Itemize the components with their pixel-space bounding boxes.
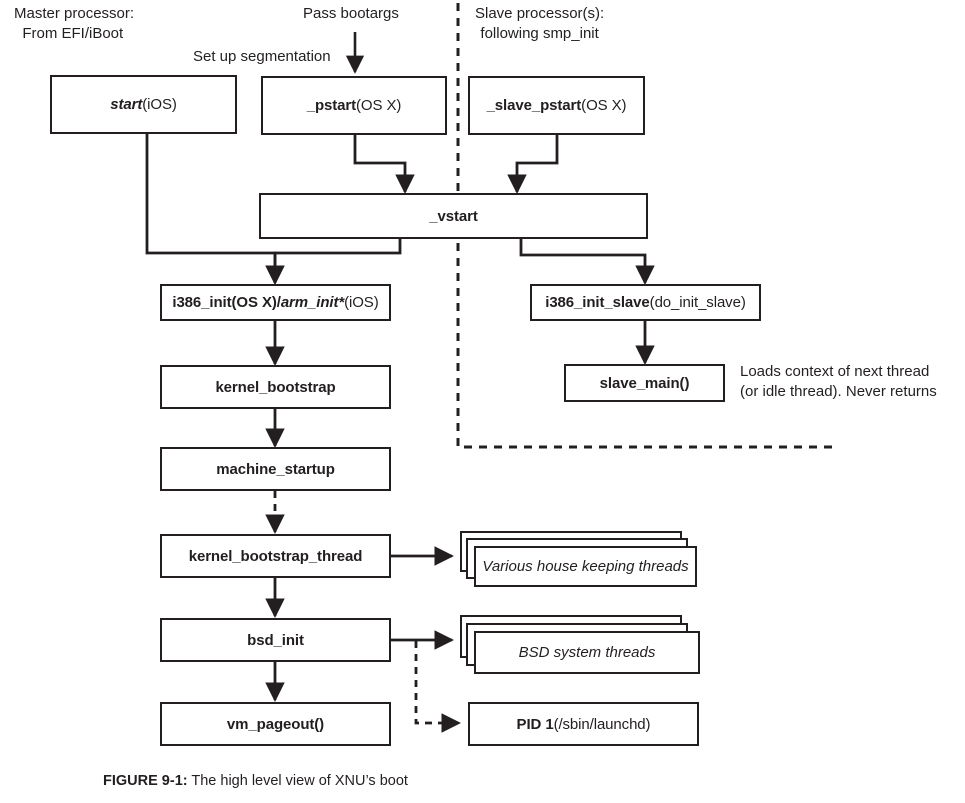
node-slave-main[interactable]: slave_main() (564, 364, 725, 402)
stack-housekeeping-threads[interactable]: Various house keeping threads (452, 531, 697, 593)
figure-caption: FIGURE 9-1: The high level view of XNU’s… (103, 773, 408, 789)
slave-processor-header: Slave processor(s): following smp_init (475, 5, 605, 43)
node-kernel-bootstrap[interactable]: kernel_bootstrap (160, 365, 391, 409)
node-vstart[interactable]: _vstart (259, 193, 648, 239)
node-pid1-part1: PID 1 (516, 715, 554, 733)
node-kernel-bootstrap-label: kernel_bootstrap (215, 378, 336, 396)
stack-sheet-front[interactable]: BSD system threads (474, 631, 700, 674)
node-machine-startup[interactable]: machine_startup (160, 447, 391, 491)
node-pstart[interactable]: _pstart(OS X) (261, 76, 447, 135)
edge-pstart-to-vstart (353, 135, 415, 194)
node-slave-pstart-suffix: (OS X) (581, 97, 627, 114)
node-slave-pstart-main: _slave_pstart (486, 97, 582, 114)
stack-housekeeping-threads-label: Various house keeping threads (482, 558, 689, 575)
stack-bsd-system-threads[interactable]: BSD system threads (452, 615, 700, 679)
edge-start-to-i386init (145, 134, 285, 285)
node-i386-init-part3: (iOS) (344, 294, 379, 311)
edge-vstart-to-i386init-slave (519, 239, 655, 285)
node-bsd-init[interactable]: bsd_init (160, 618, 391, 662)
node-vm-pageout[interactable]: vm_pageout() (160, 702, 391, 746)
node-i386-init[interactable]: i386_init(OS X)/arm_init*(iOS) (160, 284, 391, 321)
edge-slave-pstart-to-vstart (507, 135, 559, 194)
node-start-ios-suffix: (iOS) (142, 96, 177, 113)
node-kernel-bootstrap-thread-label: kernel_bootstrap_thread (188, 547, 363, 565)
node-pid1-part2: (/sbin/launchd) (553, 715, 651, 733)
edge-vstart-to-i386init (265, 239, 402, 285)
node-start-ios[interactable]: start(iOS) (50, 75, 237, 134)
node-i386-init-slave[interactable]: i386_init_slave (do_init_slave) (530, 284, 761, 321)
pass-bootargs-label: Pass bootargs (303, 5, 399, 22)
node-vm-pageout-label: vm_pageout() (226, 715, 325, 733)
node-pid1[interactable]: PID 1 (/sbin/launchd) (468, 702, 699, 746)
node-i386-init-part2: arm_init* (280, 294, 345, 311)
stack-bsd-system-threads-label: BSD system threads (518, 644, 656, 661)
slave-main-note: Loads context of next thread (or idle th… (740, 363, 937, 401)
node-start-ios-main: start (110, 96, 143, 113)
node-machine-startup-label: machine_startup (216, 460, 335, 478)
figure-caption-label: FIGURE 9-1: (103, 773, 188, 789)
node-i386-init-part1: i386_init(OS X)/ (172, 294, 281, 311)
node-pstart-suffix: (OS X) (356, 97, 402, 114)
node-i386-init-slave-part1: i386_init_slave (545, 294, 650, 311)
node-slave-main-label: slave_main() (599, 374, 690, 392)
master-processor-header: Master processor: From EFI/iBoot (14, 5, 135, 43)
node-vstart-label: _vstart (429, 207, 478, 225)
node-bsd-init-label: bsd_init (247, 631, 304, 649)
node-slave-pstart[interactable]: _slave_pstart(OS X) (468, 76, 645, 135)
figure-caption-text: The high level view of XNU’s boot (191, 773, 408, 789)
stack-sheet-front[interactable]: Various house keeping threads (474, 546, 697, 587)
node-kernel-bootstrap-thread[interactable]: kernel_bootstrap_thread (160, 534, 391, 578)
node-i386-init-slave-part2: (do_init_slave) (649, 294, 746, 311)
node-pstart-main: _pstart (306, 97, 357, 114)
set-up-segmentation-label: Set up segmentation (193, 48, 331, 65)
